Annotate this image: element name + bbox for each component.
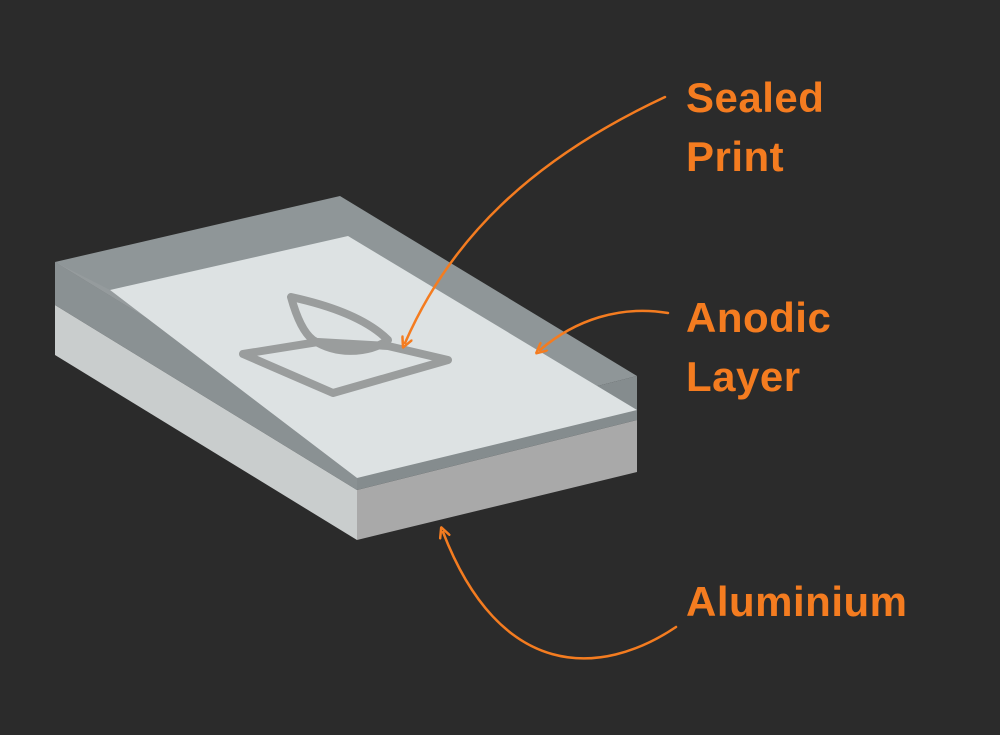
aluminium-label: Aluminium: [686, 572, 908, 631]
aluminium-top-surface: [110, 236, 637, 478]
anodic-layer-label-line1: Anodic: [686, 294, 832, 341]
aluminium-front-side: [357, 420, 637, 540]
tray-shape: [239, 338, 452, 397]
aluminium-block: [55, 305, 637, 540]
aluminium-label-line1: Aluminium: [686, 578, 908, 625]
sealed-print-label-line2: Print: [686, 133, 785, 180]
aluminium-left-side: [55, 305, 357, 540]
sealed-print-label: Sealed Print: [686, 68, 824, 186]
sealed-print-label-line1: Sealed: [686, 74, 825, 121]
aluminium-arrow: [443, 532, 678, 660]
anodic-layer-label-line2: Layer: [686, 353, 801, 400]
pointer-arrows: [405, 95, 678, 660]
anodic-layer-label: Anodic Layer: [686, 288, 831, 406]
anodic-layer-arrow: [540, 309, 670, 350]
anodic-layer-slab: [55, 196, 637, 490]
sealed-print-arrow: [405, 95, 667, 343]
leaf-shape: [287, 293, 392, 355]
leaf-on-tray-icon: [239, 293, 452, 397]
anodic-layer-inner-shade: [55, 262, 357, 490]
